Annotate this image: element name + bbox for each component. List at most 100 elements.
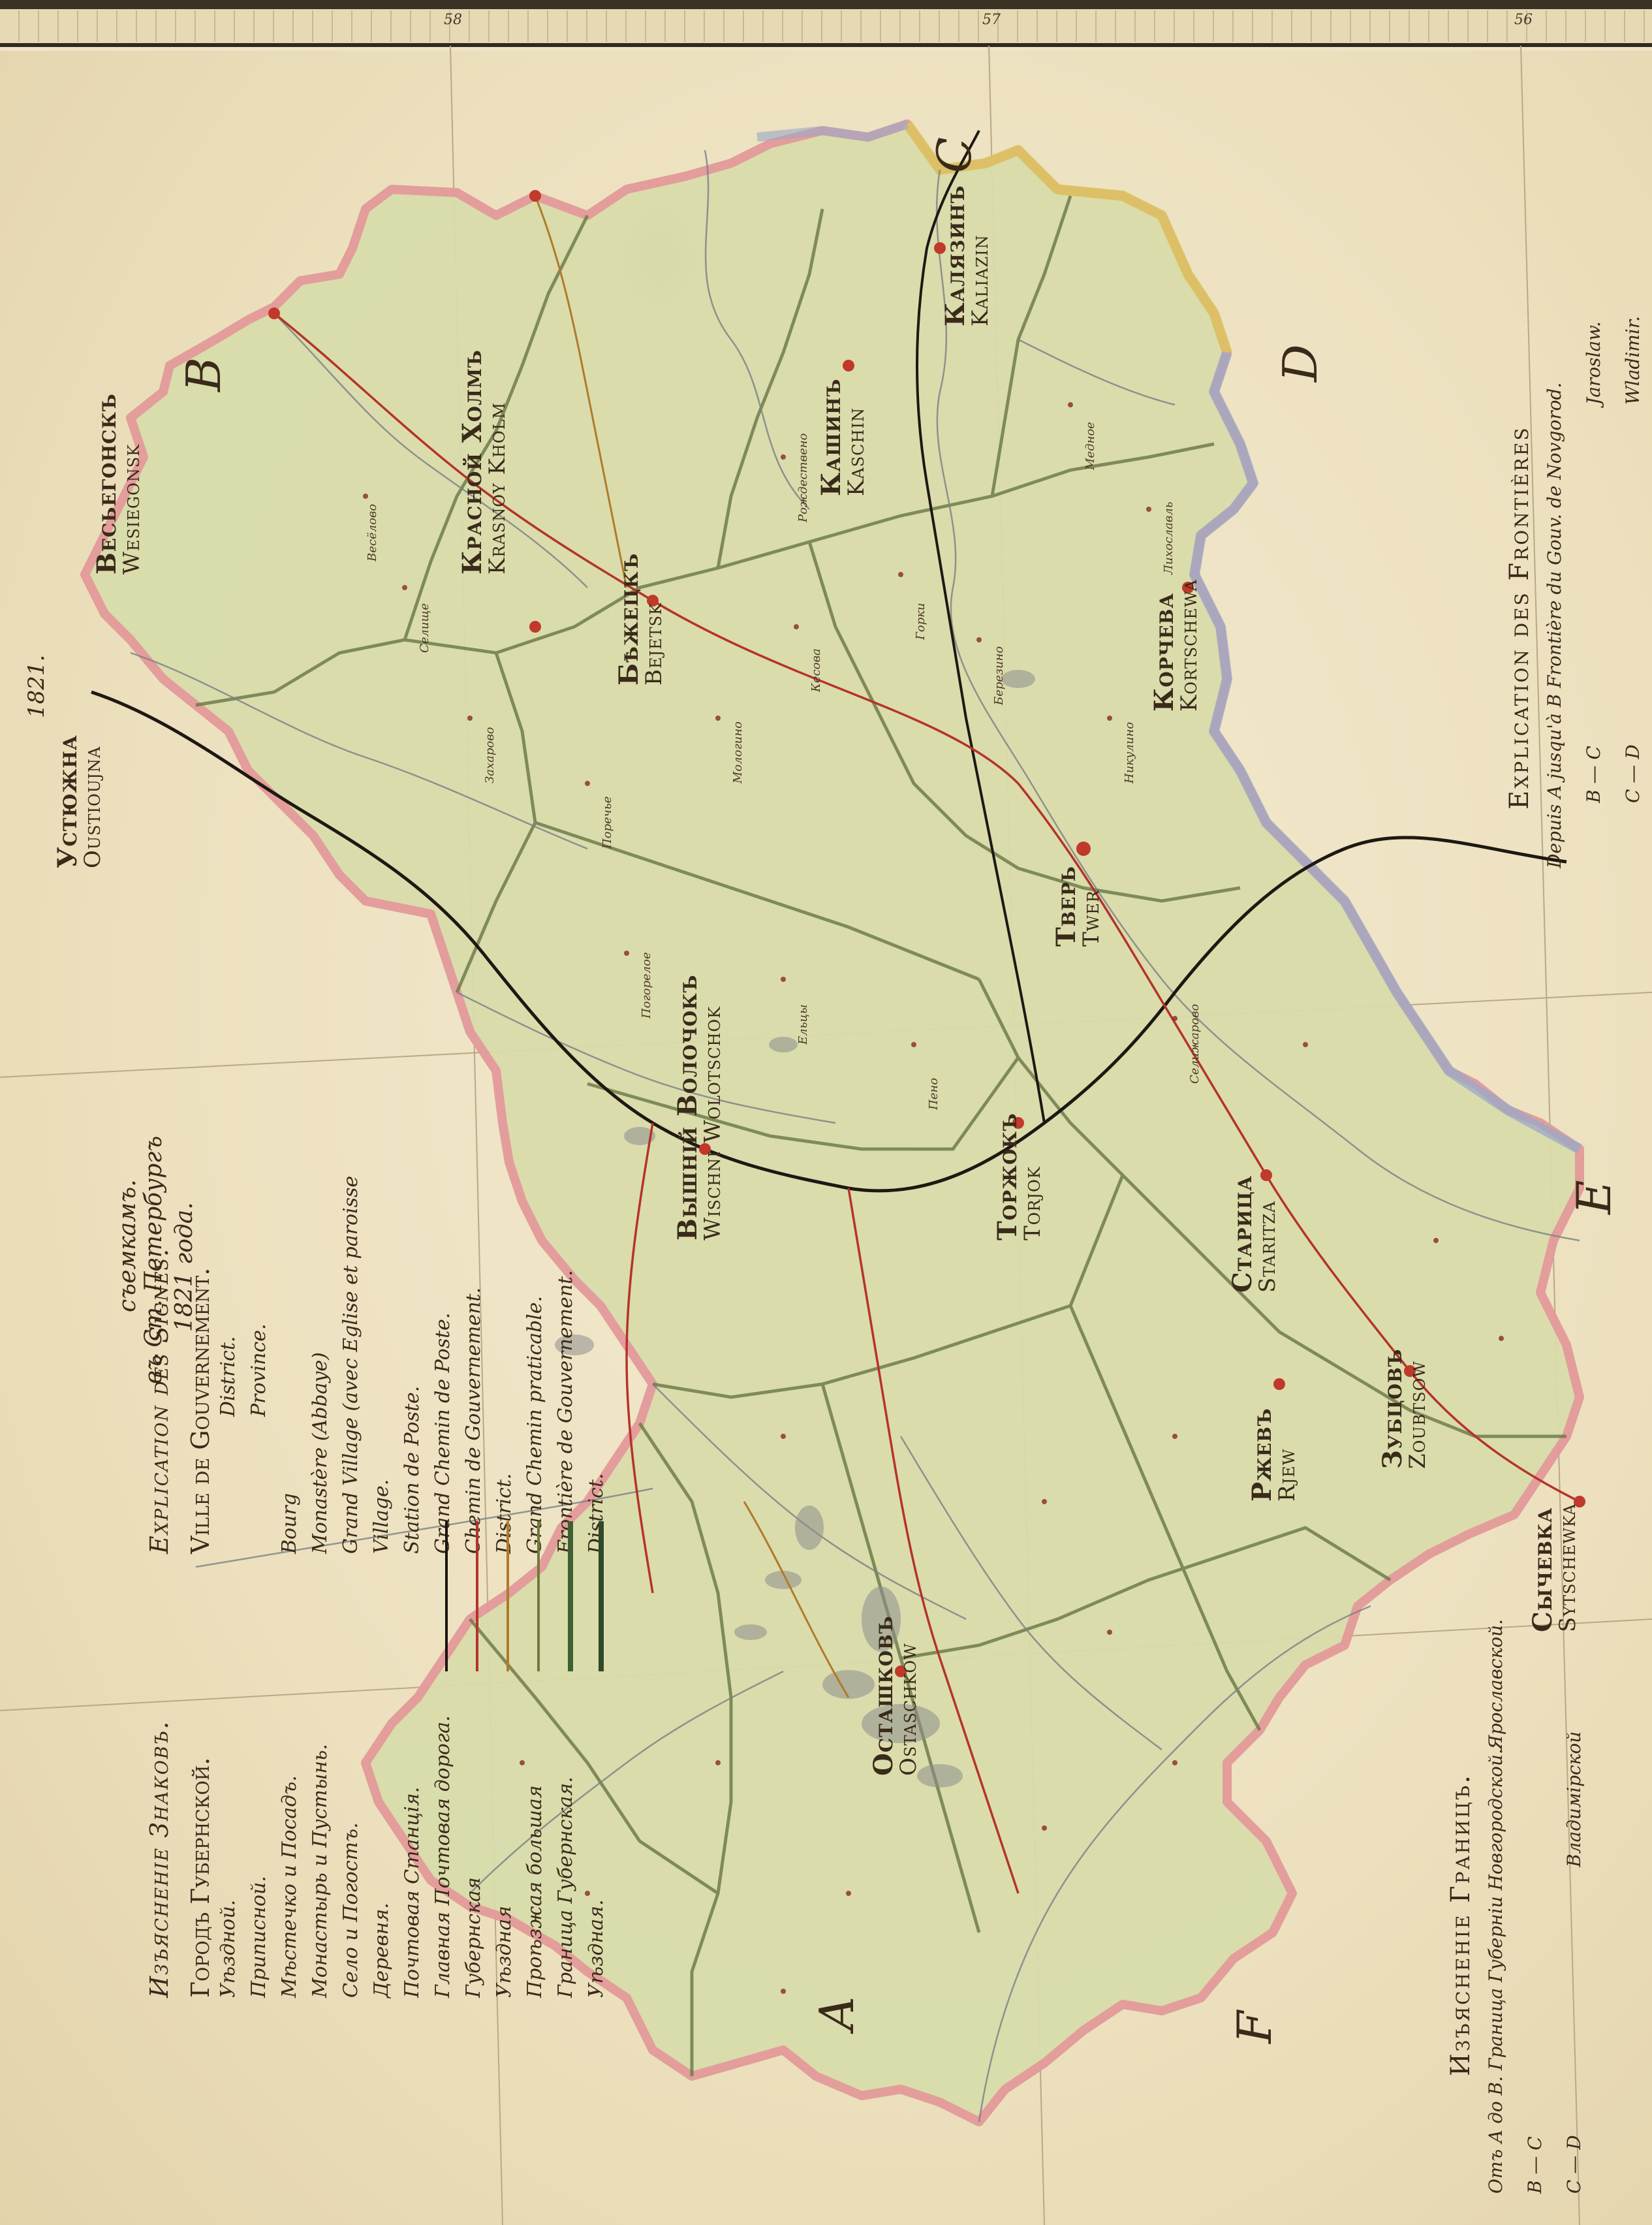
legend-row-ru: Уѣздная. <box>585 1899 608 1998</box>
legend-title-ru: Изъясненіе Знаковъ. <box>145 1720 174 1998</box>
district-boundaries <box>195 195 1566 2076</box>
legend-row-ru: Монастырь и Пустынь. <box>309 1744 332 1998</box>
village-label: Погорелое <box>640 952 653 1018</box>
legend-row-ru: Почтовая Станція. <box>401 1786 424 1998</box>
legend-line-sample <box>599 1521 604 1671</box>
legend-row-ru: Проѣзжая большая <box>523 1785 546 1998</box>
legend-row-fr: Bourg <box>278 1493 301 1554</box>
village-label: Весёлово <box>366 503 379 561</box>
legend-row-ru: Губернская <box>462 1877 485 1998</box>
border-north <box>756 119 909 142</box>
corner-letter-e: E <box>1566 1180 1621 1214</box>
town-label-ru: Бѣжецкъ <box>614 552 644 686</box>
town-label-ru: Тверь <box>1051 866 1082 947</box>
village-markers <box>363 402 1504 1994</box>
town-markers <box>268 190 1585 1677</box>
legend-row-ru: Деревня. <box>370 1902 393 1998</box>
legend-row-ru: Село и Погостъ. <box>339 1822 362 1998</box>
borders-title-ru: Изъясненіе Границъ. <box>1446 1773 1476 2076</box>
legend-row-fr: Province. <box>247 1323 270 1417</box>
village-label: Поречье <box>600 796 614 849</box>
legend-row-ru: Главная Почтовая дорога. <box>431 1715 454 1998</box>
borders-fr-row-3: C — D <box>1622 744 1644 803</box>
imprint-year: 1821. <box>23 654 50 718</box>
town-label-fr: Sytschewka <box>1555 1503 1581 1632</box>
legend-row-fr: Village. <box>370 1479 393 1554</box>
village-label: Селище <box>418 603 431 653</box>
town-label-ru: Кашинъ <box>816 378 847 496</box>
town-label-ru: Калязинъ <box>940 185 971 326</box>
legend-line-sample <box>507 1521 509 1671</box>
legend-line-sample <box>476 1521 478 1671</box>
town-label-fr: Twer <box>1078 890 1104 947</box>
town-label-fr: Bejetsk <box>641 602 667 686</box>
town-label-fr: Torjok <box>1020 1166 1046 1240</box>
town-label-fr: Ostaschkow <box>896 1643 922 1776</box>
town-label-ru: Ржевъ <box>1247 1408 1277 1502</box>
corner-letter-c: C <box>927 136 982 173</box>
longitude-mark-56: 56 <box>1514 12 1533 28</box>
town-label-fr: Kortschewa <box>1176 579 1202 712</box>
legend-row-fr: Grand Village (avec Eglise et paroisse <box>339 1175 362 1554</box>
borders-ru-value-1: Ярославской. <box>1485 1618 1506 1750</box>
legend-row-fr: Station de Poste. <box>401 1385 424 1554</box>
corner-letter-b: B <box>176 357 231 392</box>
village-label: Ельцы <box>796 1004 810 1045</box>
legend-row-ru: Уѣздной. <box>217 1899 240 1998</box>
town-label-fr: Rjew <box>1274 1448 1300 1502</box>
village-label: Березино <box>992 646 1006 705</box>
town-label-fr: Staritza <box>1255 1201 1281 1293</box>
legend-line-sample <box>537 1521 540 1671</box>
main-post-road <box>91 690 1567 1193</box>
borders-ru-row-3: С — D <box>1563 2135 1585 2194</box>
legend-row-ru: Городъ Губернской. <box>186 1757 215 1998</box>
legend-row-ru: Граница Губернская. <box>554 1776 577 1998</box>
frame-graduation <box>0 10 1652 42</box>
borders-ru-row-1: Отъ А до В. Граница Губерніи Новгородско… <box>1485 1748 1506 2194</box>
corner-letter-d: D <box>1273 344 1328 382</box>
longitude-mark-57: 57 <box>982 12 1001 28</box>
village-label: Селижарово <box>1188 1003 1202 1084</box>
village-label: Захарово <box>483 727 497 783</box>
town-label-ru: Устюжна <box>52 734 83 868</box>
legend-line-sample <box>445 1521 448 1671</box>
legend-row-fr: District. <box>217 1336 240 1417</box>
legend-row-fr: Monastère (Abbaye) <box>309 1352 332 1554</box>
village-label: Медное <box>1083 422 1097 470</box>
town-label-fr: Krasnoy Kholm <box>484 402 510 575</box>
map-frame-top <box>0 0 1652 51</box>
legend-row-fr: Chemin de Gouvernement. <box>462 1287 485 1554</box>
town-label-fr: Kaliazin <box>967 234 993 326</box>
legend-row-ru: Приписной. <box>247 1876 270 1998</box>
legend-row-ru: Уѣздная <box>493 1905 516 1998</box>
main-post-road-2 <box>916 130 1046 1124</box>
village-label: Никулино <box>1123 721 1136 783</box>
borders-ru-value-2: Владимірской <box>1563 1731 1585 1867</box>
legend-row-fr: District. <box>493 1473 516 1554</box>
legend-line-sample <box>568 1521 573 1671</box>
town-label-ru: Осташковъ <box>868 1615 899 1776</box>
legend-row-fr: Grand Chemin de Poste. <box>431 1312 454 1554</box>
town-label-ru: Весьегонскъ <box>91 393 122 575</box>
town-label-ru: Зубцовъ <box>1377 1348 1408 1469</box>
legend-title-fr: Explication des Signes. <box>145 1247 174 1554</box>
legend-row-fr: Frontière de Gouvernement. <box>554 1270 577 1554</box>
town-label-fr: Zoubtsow <box>1405 1361 1431 1469</box>
borders-title-fr: Explication des Frontières <box>1504 426 1535 810</box>
town-label-fr: Oustioujna <box>80 746 106 868</box>
borders-fr-row-1: Depuis A jusqu'à B Frontière du Gouv. de… <box>1544 382 1565 868</box>
rivers <box>130 150 1580 2122</box>
village-label: Кесова <box>809 648 823 692</box>
town-label-ru: Сычевка <box>1527 1507 1558 1632</box>
longitude-mark-58: 58 <box>444 12 462 28</box>
lakes <box>555 670 1035 1788</box>
town-label-fr: Wischni Wolotschok <box>700 1005 726 1240</box>
corner-letter-f: F <box>1227 2011 1282 2044</box>
legend-row-fr: Grand Chemin praticable. <box>523 1295 546 1554</box>
town-label-ru: Старица <box>1227 1175 1258 1293</box>
town-label-ru: Корчева <box>1149 592 1179 712</box>
borders-ru-row-2: В — С <box>1524 2136 1546 2194</box>
border-vladimir <box>1189 351 1582 1154</box>
town-label-ru: Красной Холмъ <box>457 349 488 575</box>
